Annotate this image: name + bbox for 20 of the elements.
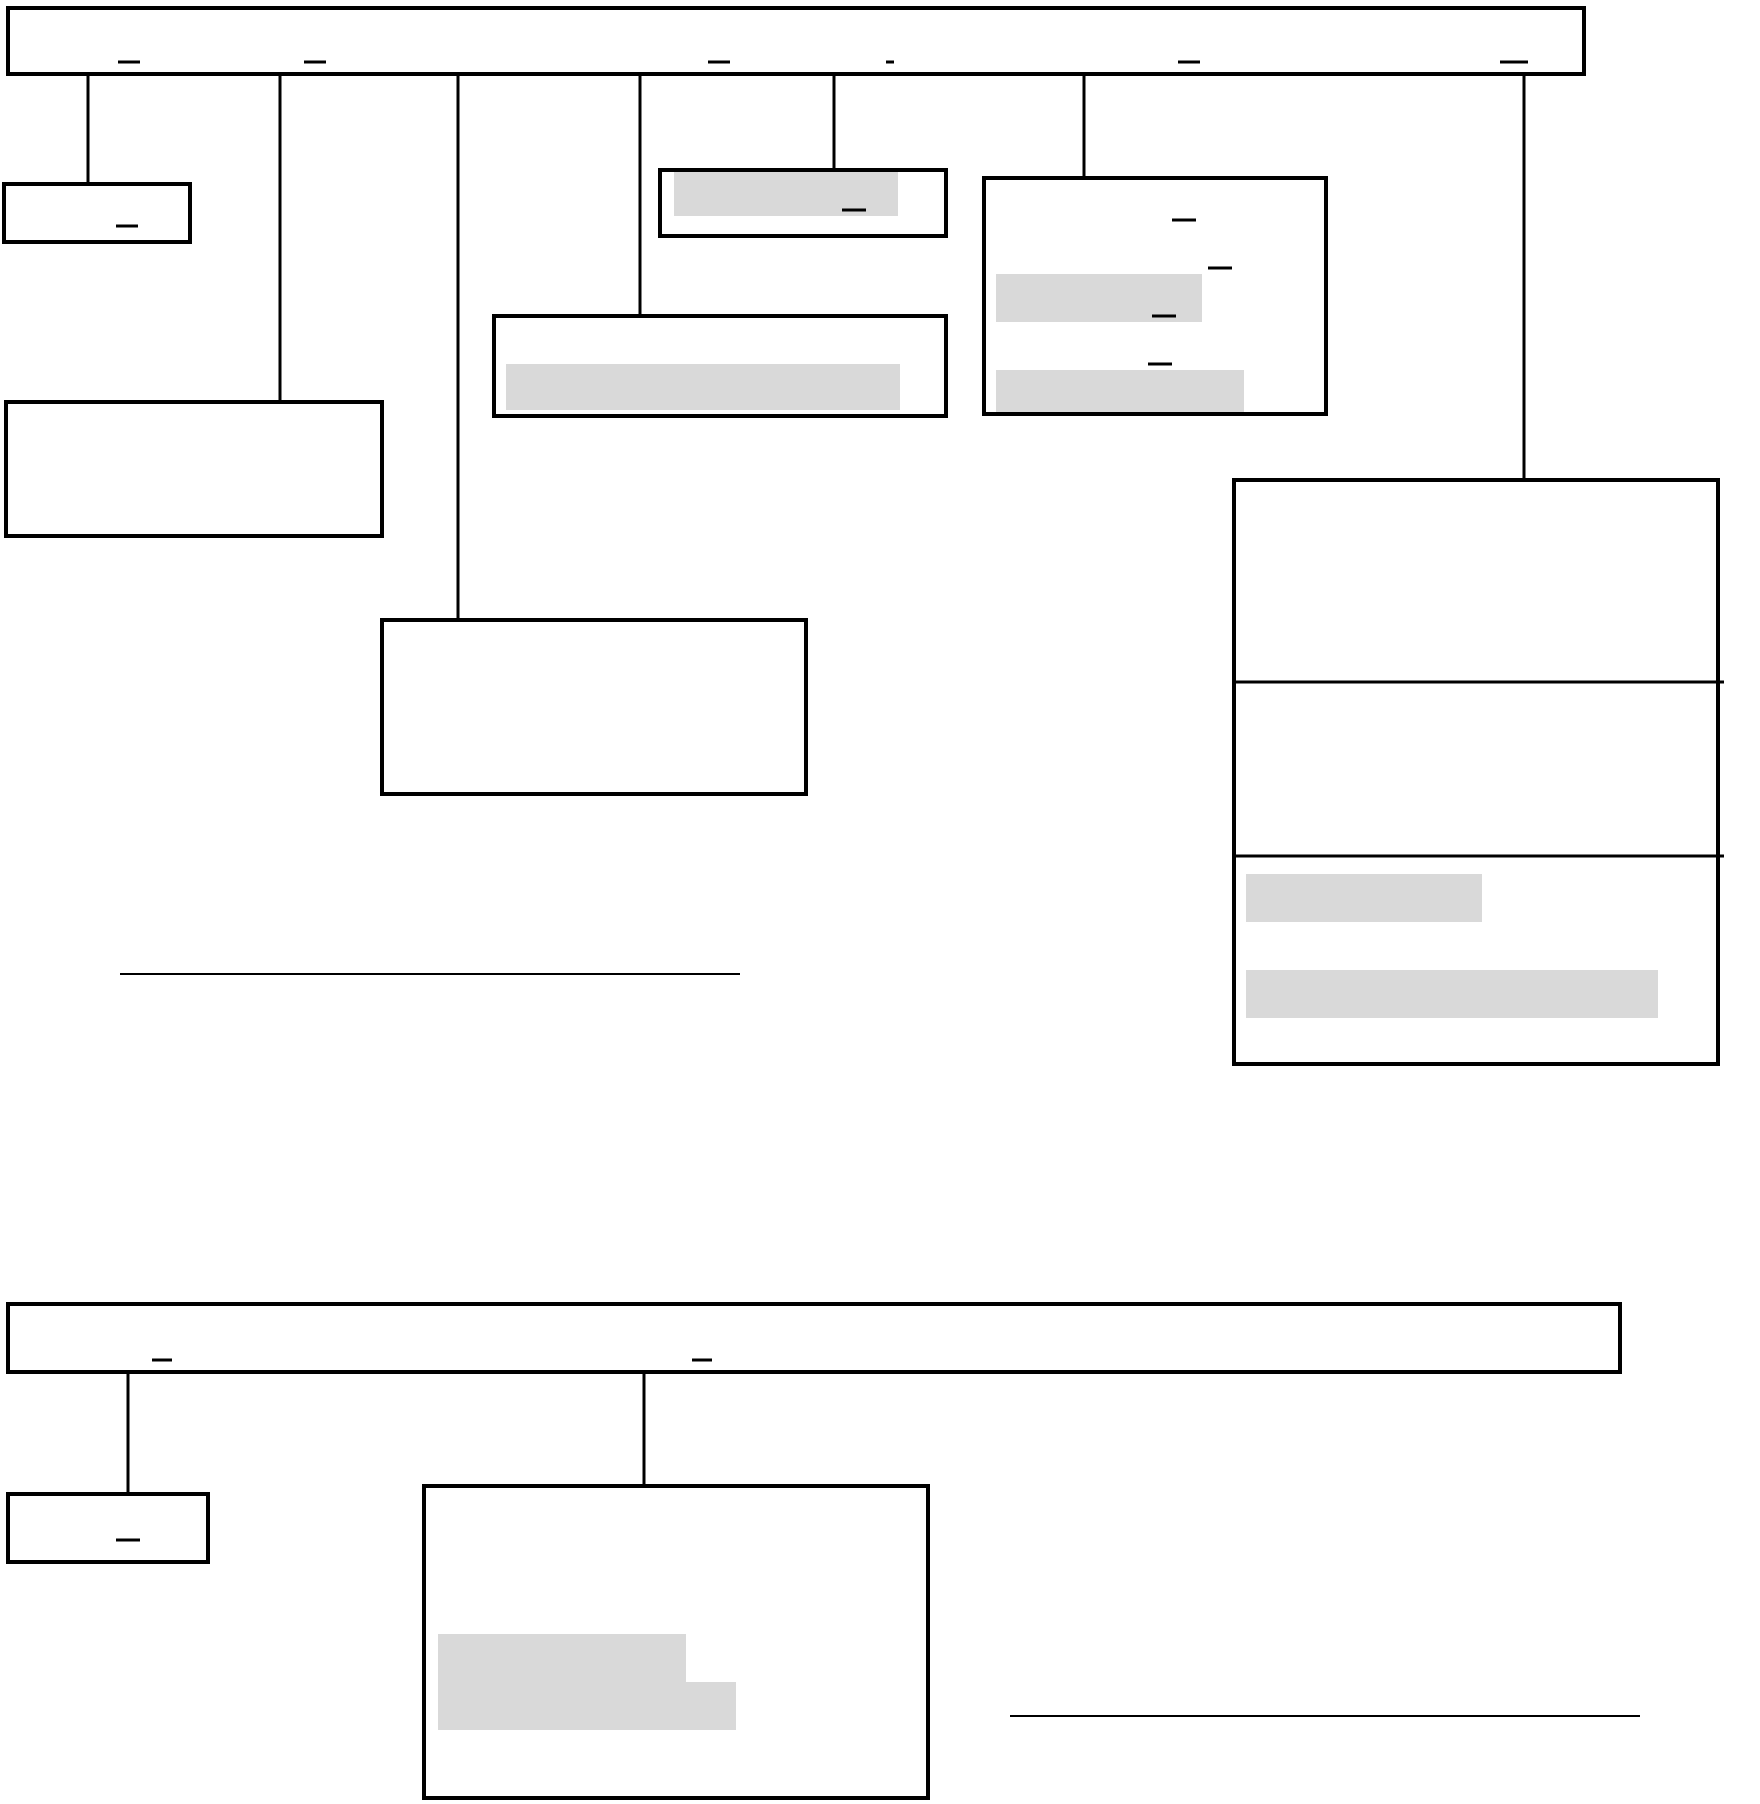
empty-box <box>4 400 384 538</box>
empty-box <box>1232 478 1720 1066</box>
empty-box <box>6 1492 210 1564</box>
connector-line <box>278 76 282 400</box>
connector-line <box>456 76 460 618</box>
connector-line <box>832 76 836 168</box>
connector-line <box>642 1374 646 1484</box>
empty-box <box>6 1302 1622 1374</box>
connector-line <box>86 76 90 182</box>
connector-line <box>638 76 642 314</box>
connector-line <box>1082 76 1086 176</box>
empty-box <box>492 314 948 418</box>
empty-box <box>658 168 948 238</box>
connector-line <box>126 1374 130 1492</box>
empty-box <box>6 6 1586 76</box>
empty-box <box>2 182 192 244</box>
empty-box <box>422 1484 930 1800</box>
connector-line <box>1522 76 1526 478</box>
empty-box <box>982 176 1328 416</box>
empty-box <box>380 618 808 796</box>
